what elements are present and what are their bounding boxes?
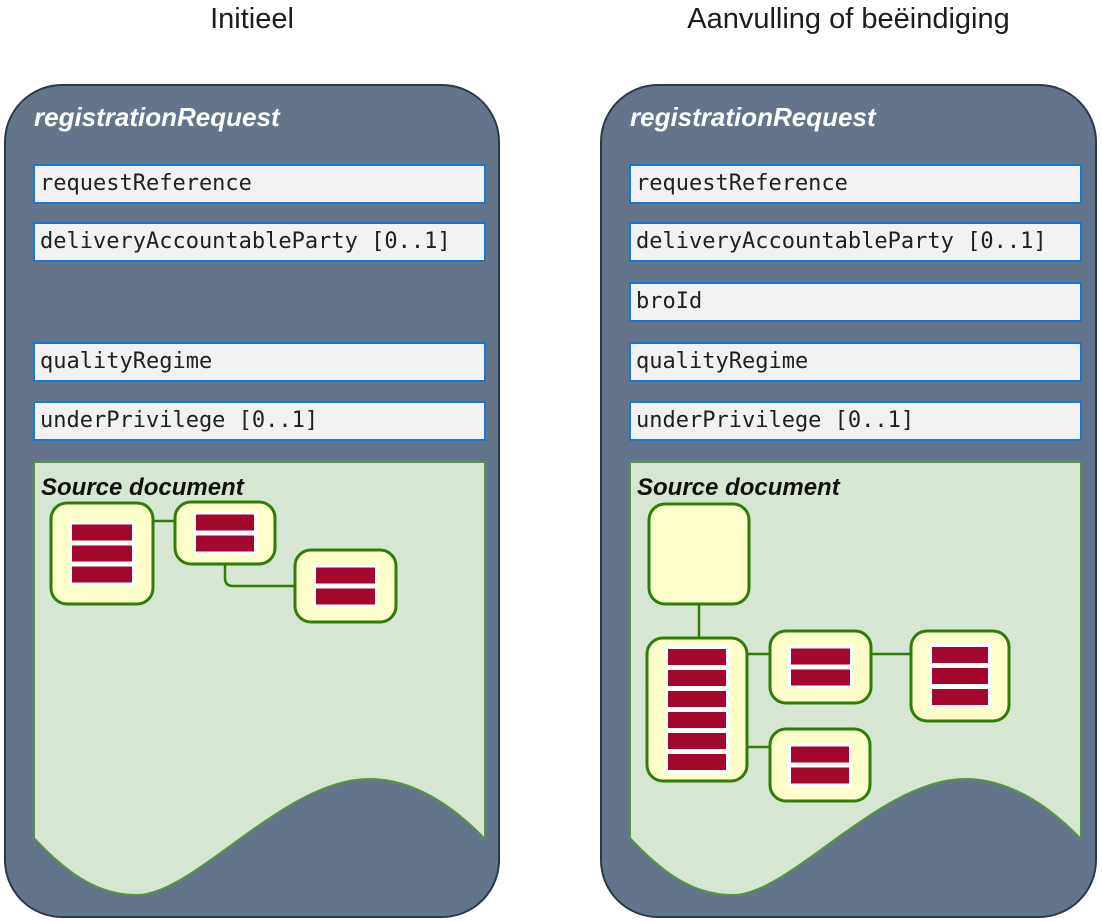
panel-header: registrationRequest [34, 102, 280, 132]
column-title-initieel: Initieel [210, 3, 294, 35]
field-qualityRegime: qualityRegime [629, 342, 1082, 382]
column-title-aanvulling: Aanvulling of beëindiging [687, 3, 1010, 35]
source-document-label: Source document [637, 474, 841, 501]
field-broId: broId [629, 282, 1082, 322]
document-card-empty [647, 502, 751, 606]
document-card [49, 501, 155, 606]
panel-aanvulling: registrationRequest Source document requ… [600, 84, 1097, 918]
connector-line [223, 564, 295, 588]
field-requestReference: requestReference [629, 164, 1082, 204]
field-qualityRegime: qualityRegime [33, 342, 486, 382]
source-document-label: Source document [41, 474, 245, 501]
document-card [293, 548, 398, 624]
panel-initieel: registrationRequest Source document requ… [4, 84, 500, 918]
field-deliveryAccountableParty: deliveryAccountableParty [0..1] [629, 222, 1082, 262]
document-card [768, 727, 872, 803]
field-underPrivilege: underPrivilege [0..1] [629, 401, 1082, 441]
document-card [173, 500, 277, 566]
field-deliveryAccountableParty: deliveryAccountableParty [0..1] [33, 222, 486, 262]
field-requestReference: requestReference [33, 164, 486, 204]
document-card [645, 636, 749, 783]
field-underPrivilege: underPrivilege [0..1] [33, 401, 486, 441]
document-card [768, 629, 873, 705]
source-document-area: Source document [33, 461, 486, 897]
document-card [909, 629, 1011, 723]
panel-header: registrationRequest [630, 102, 876, 132]
source-document-area: Source document [629, 461, 1082, 897]
